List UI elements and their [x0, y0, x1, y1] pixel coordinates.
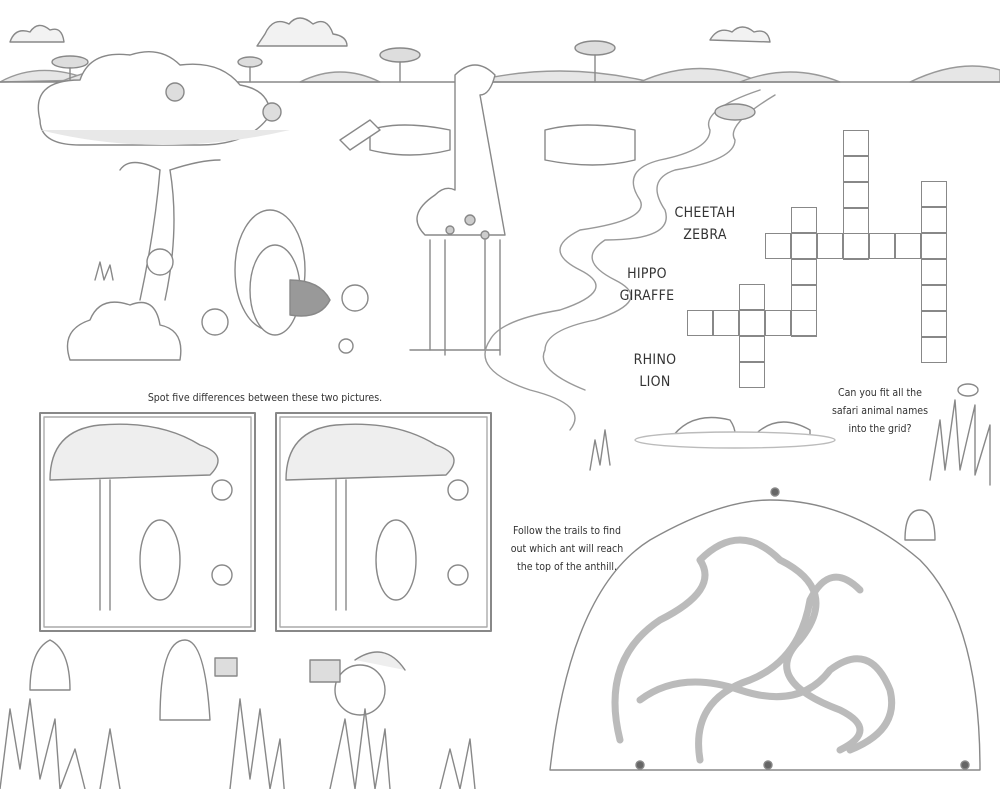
crossword-cell[interactable] — [791, 310, 817, 336]
crossword-cell[interactable] — [895, 233, 921, 259]
crossword-instruction: Can you fit all the safari animal names … — [820, 384, 940, 438]
spot-differences-instruction: Spot five differences between these two … — [147, 392, 383, 404]
bush — [66, 301, 182, 361]
crossword-cell[interactable] — [921, 337, 947, 363]
bush — [94, 261, 114, 281]
crossword-cell[interactable] — [739, 284, 765, 310]
crossword-cell[interactable] — [921, 259, 947, 285]
crossword-cell[interactable] — [843, 208, 869, 234]
anthill-maze — [549, 487, 981, 771]
crossword-cell[interactable] — [739, 336, 765, 362]
river — [542, 94, 776, 391]
clouds — [9, 17, 771, 47]
crossword-instruction-line: safari animal names — [831, 405, 929, 417]
word-list-rhino-lion: RHINO LION — [625, 349, 685, 393]
word-hippo: HIPPO — [627, 266, 667, 282]
word-lion: LION — [639, 374, 671, 390]
acacia-trees — [51, 40, 616, 83]
grass — [929, 399, 991, 486]
crossword-cell[interactable] — [791, 285, 817, 311]
word-list-cheetah-zebra: CHEETAH ZEBRA — [670, 202, 740, 246]
river — [484, 89, 761, 431]
crossword-cell[interactable] — [843, 130, 869, 156]
crossword-cell[interactable] — [817, 233, 843, 259]
crossword-cell[interactable] — [713, 310, 739, 336]
picture-frame-right — [275, 412, 492, 632]
giraffe — [409, 64, 506, 356]
photographers — [159, 639, 406, 721]
maze-instruction-line: the top of the anthill. — [517, 561, 617, 573]
crossword-cell[interactable] — [921, 207, 947, 233]
crossword-cell[interactable] — [791, 233, 817, 259]
crossword-cell[interactable] — [687, 310, 713, 336]
small-animals — [146, 248, 369, 354]
maze-instruction-line: out which ant will reach — [510, 543, 624, 555]
crossword-cell[interactable] — [739, 310, 765, 336]
word-giraffe: GIRAFFE — [619, 288, 675, 304]
ant-top — [770, 487, 780, 497]
word-list-hippo-giraffe: HIPPO GIRAFFE — [612, 263, 682, 307]
foreground-grass — [0, 698, 476, 789]
crossword-cell[interactable] — [921, 285, 947, 311]
crossword-cell[interactable] — [739, 362, 765, 388]
big-tree — [37, 51, 290, 301]
lion — [234, 209, 331, 336]
crossword-cell[interactable] — [791, 259, 817, 285]
zebras — [339, 119, 636, 166]
crossword-cell[interactable] — [843, 182, 869, 208]
grass — [589, 429, 611, 471]
crossword-instruction-line: Can you fit all the — [838, 387, 922, 399]
crossword-cell[interactable] — [791, 207, 817, 233]
crossword-cell[interactable] — [921, 311, 947, 337]
hippos — [634, 103, 979, 449]
monkey — [29, 639, 71, 691]
picture-contents — [49, 423, 469, 611]
crossword-cell[interactable] — [869, 233, 895, 259]
word-rhino: RHINO — [633, 352, 677, 368]
crossword-cell[interactable] — [765, 233, 791, 259]
crossword-cell[interactable] — [921, 233, 947, 259]
crossword-instruction-line: into the grid? — [848, 423, 912, 435]
crossword-cell[interactable] — [921, 181, 947, 207]
word-cheetah: CHEETAH — [674, 205, 736, 221]
picture-frame-left — [39, 412, 256, 632]
crossword-cell[interactable] — [843, 233, 869, 259]
crossword-cell[interactable] — [765, 310, 791, 336]
crossword-cell[interactable] — [843, 156, 869, 182]
word-zebra: ZEBRA — [683, 227, 727, 243]
monkey — [904, 509, 936, 541]
maze-instruction: Follow the trails to find out which ant … — [502, 522, 632, 576]
maze-instruction-line: Follow the trails to find — [512, 525, 622, 537]
